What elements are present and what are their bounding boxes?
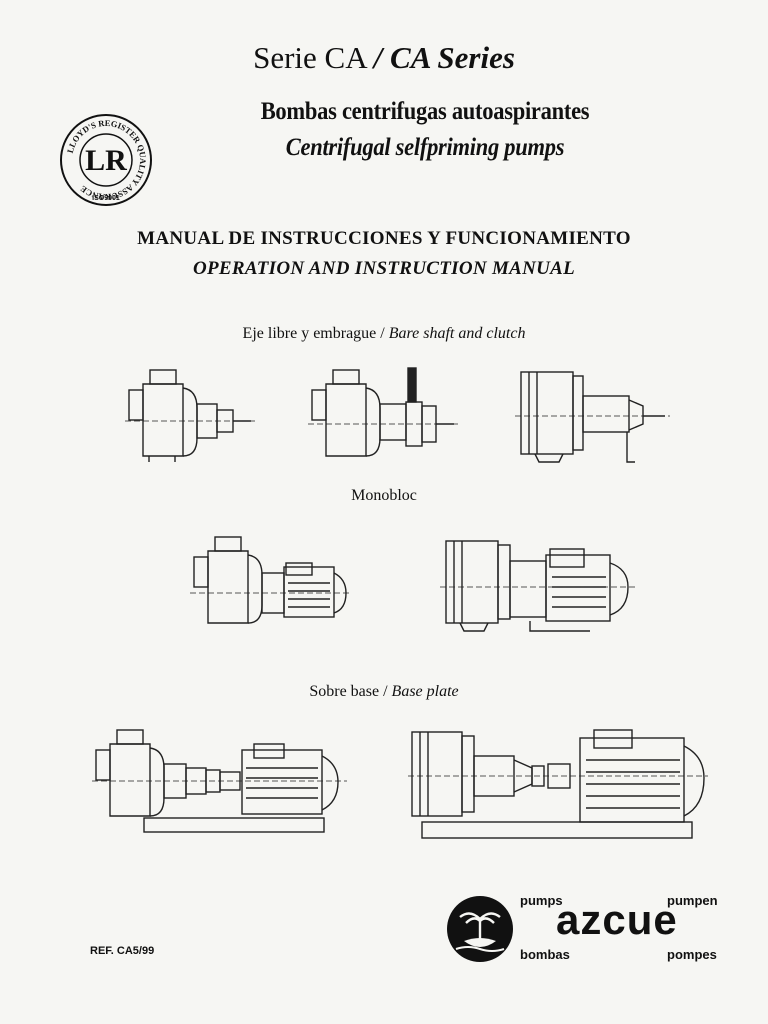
section-bare-shaft-es: Eje libre y embrague / <box>242 325 389 342</box>
seal-mark: LR <box>85 144 127 177</box>
section-base-plate: Sobre base / Base plate <box>0 683 768 701</box>
page-title: Serie CA / CA Series <box>0 40 768 76</box>
section-base-plate-en: Base plate <box>391 683 459 700</box>
section-bare-shaft: Eje libre y embrague / Bare shaft and cl… <box>0 325 768 343</box>
section-monobloc: Monobloc <box>351 487 417 504</box>
reference-code: REF. CA5/99 <box>90 945 155 957</box>
section-bare-shaft-en: Bare shaft and clutch <box>388 325 526 342</box>
brand-name: azcue <box>556 896 678 943</box>
serie-es: Serie CA <box>253 40 366 75</box>
brand-word-bombas: bombas <box>520 947 570 962</box>
monobloc-pump-drawing <box>190 536 350 624</box>
large-base-plate-pump-drawing <box>408 729 708 839</box>
manual-title-spanish: MANUAL DE INSTRUCCIONES Y FUNCIONAMIENTO <box>137 228 631 249</box>
serie-en: CA Series <box>390 40 515 75</box>
azcue-fountain-logo-icon <box>447 896 513 962</box>
subtitle-english: Centrifugal selfpriming pumps <box>285 134 565 161</box>
section-base-plate-es: Sobre base / <box>309 683 392 700</box>
bare-shaft-pump-drawing <box>125 369 255 462</box>
title-separator: / <box>373 40 383 75</box>
seal-standard: ISO9001 <box>92 195 120 202</box>
brand-word-pumpen: pumpen <box>667 893 718 908</box>
large-monobloc-pump-drawing <box>440 540 635 632</box>
base-plate-pump-drawing <box>92 729 347 833</box>
clutch-pump-drawing <box>308 367 458 457</box>
lloyds-register-seal: LLOYD'S REGISTER QUALITY ASSURANCE LR IS… <box>60 114 152 206</box>
brand-word-pumps: pumps <box>520 893 563 908</box>
brand-word-pompes: pompes <box>667 947 717 962</box>
large-bare-shaft-pump-drawing <box>515 371 670 463</box>
manual-title-english: OPERATION AND INSTRUCTION MANUAL <box>192 258 576 279</box>
subtitle-spanish: Bombas centrifugas autoaspirantes <box>260 98 590 125</box>
